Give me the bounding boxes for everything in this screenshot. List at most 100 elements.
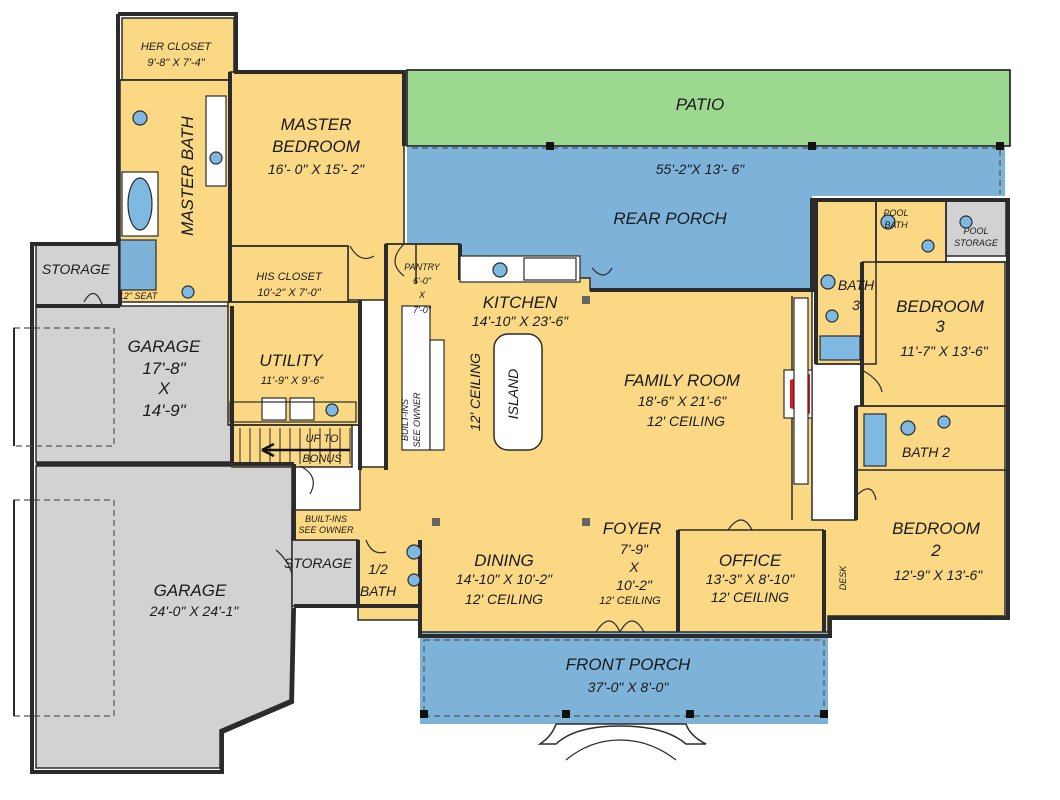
foyer-label: FOYER (603, 519, 662, 538)
sink-icon (325, 403, 339, 417)
foyer-size: 10'-2" (616, 577, 653, 593)
seat-label: 12" SEAT (119, 291, 159, 301)
bath2-tub (863, 413, 887, 467)
pantry-label: PANTRY (404, 262, 441, 272)
her-closet-label: HER CLOSET (141, 41, 213, 53)
kitchen-size: 14'-10" X 23'-6" (472, 313, 569, 329)
his-closet-area (229, 245, 349, 303)
sink-icon (825, 309, 839, 323)
master-bedroom-label: BEDROOM (272, 137, 361, 156)
garage-size: 17'-8" (142, 359, 186, 378)
builtins-label: BUILT-INS (305, 514, 347, 524)
toilet-icon (406, 544, 422, 560)
family-room-label: FAMILY ROOM (624, 371, 741, 390)
garage-label: GARAGE (154, 581, 227, 600)
her-closet-area (121, 17, 235, 81)
office-size: 13'-3" X 8'-10" (706, 571, 795, 587)
foyer-size: X (628, 559, 639, 575)
family-room-ceiling: 12' CEILING (647, 413, 725, 429)
toilet-icon (900, 420, 916, 436)
sink-icon (921, 239, 935, 253)
exterior-wall (590, 198, 1010, 408)
door-swings (83, 243, 883, 633)
builtins-label: BUILT-INS (400, 399, 410, 441)
bedroom3-size: 11'-7" X 13'-6" (900, 343, 988, 359)
rear-porch-dashed-edge (412, 147, 1001, 194)
bath3-tub (819, 335, 861, 361)
storage-label: STORAGE (42, 261, 111, 277)
garage-label: GARAGE (128, 337, 201, 356)
garage-size: 14'-9" (142, 401, 186, 420)
master-shower (119, 239, 157, 291)
kitchen-ceiling-label: 12' CEILING (467, 353, 483, 431)
interior-columns (432, 296, 590, 526)
rear-porch-label: REAR PORCH (613, 209, 727, 228)
kitchen-island (493, 333, 543, 451)
exterior-wall (30, 306, 296, 774)
dining-ceiling: 12' CEILING (465, 591, 543, 607)
sink-icon (492, 262, 508, 278)
hearth-column (793, 297, 809, 485)
master-bedroom-size: 16'- 0" X 15'- 2" (268, 161, 365, 177)
utility-label: UTILITY (259, 351, 324, 370)
range (523, 257, 577, 281)
sink-icon (181, 285, 195, 299)
office-ceiling: 12' CEILING (711, 589, 789, 605)
rear-porch-size: 55'-2"X 13'- 6" (656, 161, 745, 177)
desk-label: DESK (838, 565, 848, 591)
half-bath-label: 1/2 (368, 561, 388, 577)
bedroom2-size: 12'-9" X 13'-6" (894, 567, 983, 583)
front-steps (537, 723, 707, 745)
garage-size: 24'-0" X 24'-1" (149, 603, 239, 619)
pantry-size: 6'-0" (413, 276, 432, 286)
island-label: ISLAND (505, 369, 521, 420)
dining-label: DINING (474, 551, 534, 570)
pool-storage-label: POOL (963, 226, 988, 236)
bath3-label: 3 (852, 297, 860, 313)
utility-size: 11'-9" X 9'-6" (261, 375, 325, 387)
stair-arrow-icon (261, 442, 350, 458)
sink-icon (937, 415, 951, 429)
front-steps-tread (565, 739, 677, 761)
sink-icon (407, 573, 421, 587)
front-porch-size: 37'-0" X 8'-0" (588, 679, 670, 695)
front-porch-label: FRONT PORCH (566, 655, 691, 674)
dryer (289, 397, 315, 421)
family-room-size: 18'-6" X 21'-6" (638, 393, 727, 409)
his-closet-label: HIS CLOSET (256, 271, 323, 283)
office-label: OFFICE (719, 551, 782, 570)
builtins-counter (401, 305, 431, 451)
kitchen-counter (429, 339, 445, 451)
her-closet-size: 9'-8" X 7'-4" (147, 57, 205, 69)
garage-size: X (157, 379, 170, 398)
bedroom3-label: BEDROOM (896, 297, 985, 316)
master-bedroom-label: MASTER (281, 115, 352, 134)
patio-outline (406, 69, 1011, 147)
toilet-icon (880, 214, 896, 230)
bath3-label: BATH (838, 277, 875, 293)
exterior-wall (30, 14, 120, 306)
foyer-ceiling: 12' CEILING (599, 595, 661, 607)
pantry-size: 7'-0" (413, 305, 432, 315)
pool-bath-area (875, 199, 947, 263)
stairs-label: BONUS (302, 453, 342, 465)
pool-bath-label: POOL (883, 208, 908, 218)
half-bath-label: BATH (360, 583, 397, 599)
sink-icon (959, 215, 973, 229)
master-bath-label: MASTER BATH (178, 115, 197, 235)
garage-small-area (35, 305, 233, 463)
exterior-wall (118, 12, 406, 146)
pool-bath-label: BATH (884, 220, 908, 230)
sink-icon (209, 151, 223, 165)
storage-label: STORAGE (284, 555, 353, 571)
dining-size: 14'-10" X 10'-2" (456, 571, 553, 587)
his-closet-size: 10'-2" X 7'-0" (257, 287, 321, 299)
patio-label: PATIO (676, 95, 725, 114)
builtins-label: SEE OWNER (412, 392, 422, 448)
bedroom2-label: BEDROOM (892, 519, 981, 538)
front-porch-area (420, 632, 828, 724)
bedroom2-label: 2 (930, 541, 941, 560)
storage-top-area (35, 243, 121, 307)
rear-porch-area (407, 146, 1005, 290)
